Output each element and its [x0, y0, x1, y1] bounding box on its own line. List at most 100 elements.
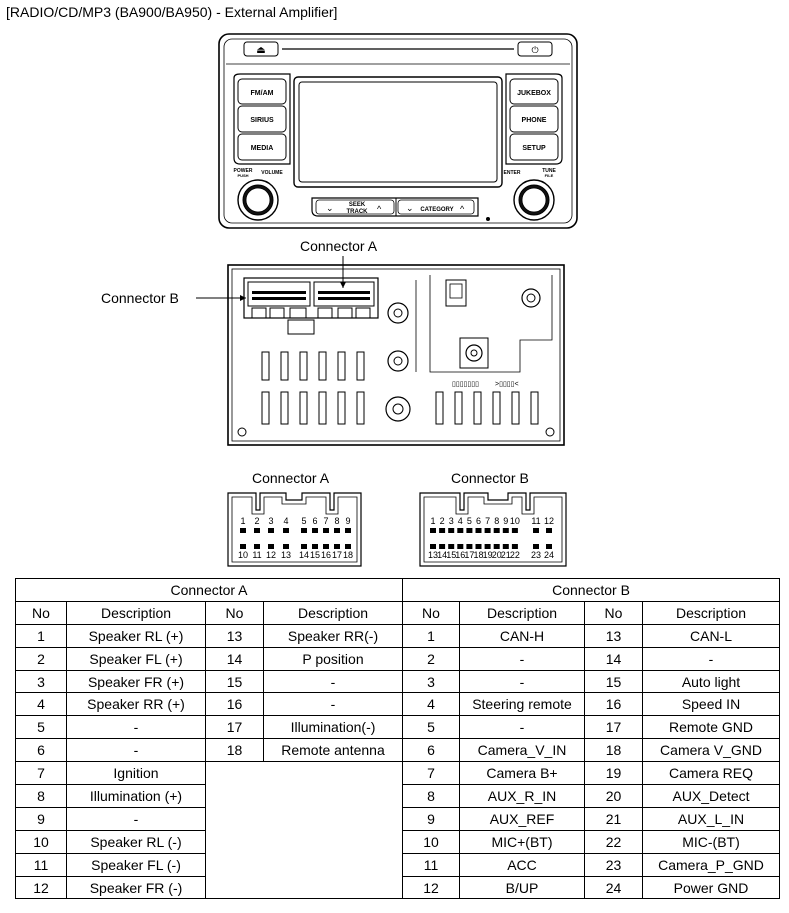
b-pin	[502, 544, 509, 549]
a-pin	[268, 544, 274, 549]
radio-front-panel: ⏏ ⏻ ⌄ ^ ⌄ ^	[218, 33, 578, 229]
a-pin-label: 14	[299, 550, 309, 560]
power-button[interactable]	[517, 41, 553, 57]
a-pin-label: 17	[332, 550, 342, 560]
table-cell: Auto light	[641, 669, 781, 694]
a-pin	[254, 544, 260, 549]
table-cell: Speaker FL (-)	[66, 852, 206, 877]
rear-marking-text: ▯▯▯▯▯▯▯	[452, 381, 479, 388]
table-cell: 22	[584, 829, 643, 854]
jukebox-label: JUKEBOX	[517, 90, 551, 97]
a-pin-label: 3	[268, 516, 273, 526]
table-cell: 6	[402, 738, 460, 763]
a-pin-label: 5	[301, 516, 306, 526]
table-cell: 23	[584, 852, 643, 877]
b-pin-label: 12	[544, 516, 554, 526]
table-cell: 15	[584, 669, 643, 694]
chevron-up-icon: ^	[377, 204, 382, 214]
setup-button[interactable]	[509, 133, 559, 161]
b-pin-label: 21	[501, 550, 511, 560]
jukebox-button[interactable]	[509, 78, 559, 105]
table-cell: 18	[584, 738, 643, 763]
b-pin	[533, 544, 539, 549]
b-pin-label: 17	[464, 550, 474, 560]
b-pin-label: 7	[485, 516, 490, 526]
a-pin	[283, 528, 289, 533]
b-pin-label: 3	[449, 516, 454, 526]
b-pin	[466, 544, 473, 549]
table-cell: -	[66, 738, 206, 763]
table-cell: Power GND	[641, 875, 781, 900]
category-button[interactable]	[397, 199, 475, 215]
b-pin-label: 4	[458, 516, 463, 526]
b-pin	[430, 544, 436, 549]
a-pin-label: 18	[343, 550, 353, 560]
table-cell: Speaker FL (+)	[66, 646, 206, 671]
table-cell: -	[459, 646, 585, 671]
table-cell: Speed IN	[641, 692, 781, 717]
b-pin-label: 19	[483, 550, 493, 560]
table-cell: 6	[15, 738, 67, 763]
table-column-header: No	[15, 600, 67, 625]
a-pin-label: 6	[312, 516, 317, 526]
b-pin	[484, 544, 491, 549]
table-cell: 8	[15, 784, 67, 808]
media-button[interactable]	[237, 133, 287, 161]
b-pin	[475, 528, 482, 533]
seek-track-button[interactable]	[315, 199, 395, 215]
b-pin	[466, 528, 473, 533]
table-cell: 4	[15, 692, 67, 717]
a-pin-label: 8	[334, 516, 339, 526]
b-pin-label: 20	[492, 550, 502, 560]
rear-marking-text: >▯▯▯▯<	[495, 381, 519, 388]
tune-knob[interactable]	[513, 179, 555, 221]
a-pin	[323, 544, 329, 549]
a-pin	[301, 528, 307, 533]
fm-am-label: FM/AM	[251, 90, 274, 97]
table-blank-cell	[205, 761, 403, 900]
table-cell: 12	[15, 875, 67, 900]
sirius-button[interactable]	[237, 105, 287, 133]
antenna-jack	[521, 288, 541, 308]
b-pin-label: 2	[440, 516, 445, 526]
a-pin	[334, 528, 340, 533]
table-cell: 16	[584, 692, 643, 717]
table-cell: 10	[15, 829, 67, 854]
table-cell: 7	[402, 761, 460, 786]
display-screen	[293, 76, 503, 188]
table-cell: 5	[402, 715, 460, 740]
eject-button[interactable]	[243, 41, 279, 57]
b-pin	[493, 528, 500, 533]
a-pin-label: 13	[281, 550, 291, 560]
power-sub-label: PUSH	[237, 173, 248, 178]
table-cell: 9	[402, 806, 460, 831]
table-cell: Speaker RL (+)	[66, 623, 206, 648]
a-pin	[345, 528, 351, 533]
connector-a-pinout	[227, 492, 362, 567]
table-cell: 4	[402, 692, 460, 717]
table-cell: 3	[402, 669, 460, 694]
table-cell: 8	[402, 784, 460, 808]
table-cell: 15	[205, 669, 264, 694]
table-cell: -	[459, 715, 585, 740]
a-pin	[254, 528, 260, 533]
fm-am-button[interactable]	[237, 78, 287, 105]
b-pin-label: 24	[544, 550, 554, 560]
eject-icon: ⏏	[256, 45, 265, 56]
table-cell: 17	[205, 715, 264, 740]
b-pin	[439, 528, 446, 533]
table-cell: AUX_REF	[459, 806, 585, 831]
table-cell: Camera REQ	[641, 761, 781, 786]
table-cell: P position	[263, 646, 403, 671]
table-cell: CAN-H	[459, 623, 585, 648]
b-pin	[546, 544, 552, 549]
a-pin	[301, 544, 307, 549]
phone-button[interactable]	[509, 105, 559, 133]
volume-knob[interactable]	[237, 179, 279, 221]
table-cell: B/UP	[459, 875, 585, 900]
